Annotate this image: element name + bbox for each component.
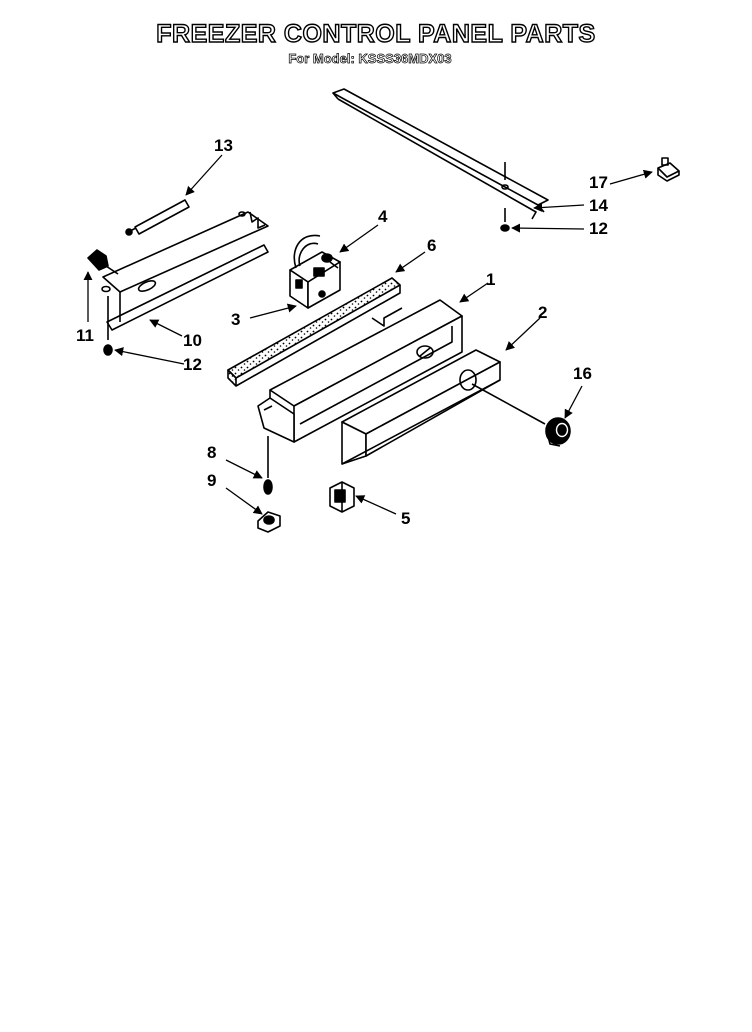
part-6-foam-strip (227, 277, 401, 387)
callout-1: 1 (486, 270, 495, 289)
part-9-nut (257, 511, 281, 533)
part-12-screw-left (103, 296, 113, 356)
part-8-screw (263, 436, 273, 495)
part-5-switch (329, 481, 355, 513)
callout-12-right: 12 (589, 219, 608, 238)
callout-12-left: 12 (183, 355, 202, 374)
callout-13: 13 (214, 136, 233, 155)
callout-3: 3 (231, 310, 240, 329)
diagram-title: FREEZER CONTROL PANEL PARTS (156, 19, 596, 48)
callout-17: 17 (589, 173, 608, 192)
callout-2: 2 (538, 303, 547, 322)
callout-5: 5 (401, 509, 410, 528)
callout-8: 8 (207, 443, 216, 462)
part-2-trim-panel (341, 349, 546, 465)
part-11-clamp (87, 249, 119, 275)
model-subtitle: For Model: KSSS36MDX03 (288, 51, 452, 67)
callout-16: 16 (573, 364, 592, 383)
part-10-bracket (101, 211, 269, 331)
callout-11: 11 (76, 326, 94, 345)
part-14-bracket (332, 88, 549, 220)
part-1-panel-housing (257, 299, 463, 443)
part-12-screw-right (500, 208, 510, 232)
callout-6: 6 (427, 236, 436, 255)
callout-4: 4 (378, 207, 388, 226)
callout-14: 14 (589, 196, 608, 215)
callout-10: 10 (183, 331, 202, 350)
part-16-knob (545, 417, 571, 447)
part-17-clip (657, 157, 680, 182)
part-13-sensor-tube (125, 199, 190, 236)
part-3-thermostat (289, 234, 341, 309)
part-4-screw (321, 253, 339, 269)
callout-9: 9 (207, 471, 216, 490)
